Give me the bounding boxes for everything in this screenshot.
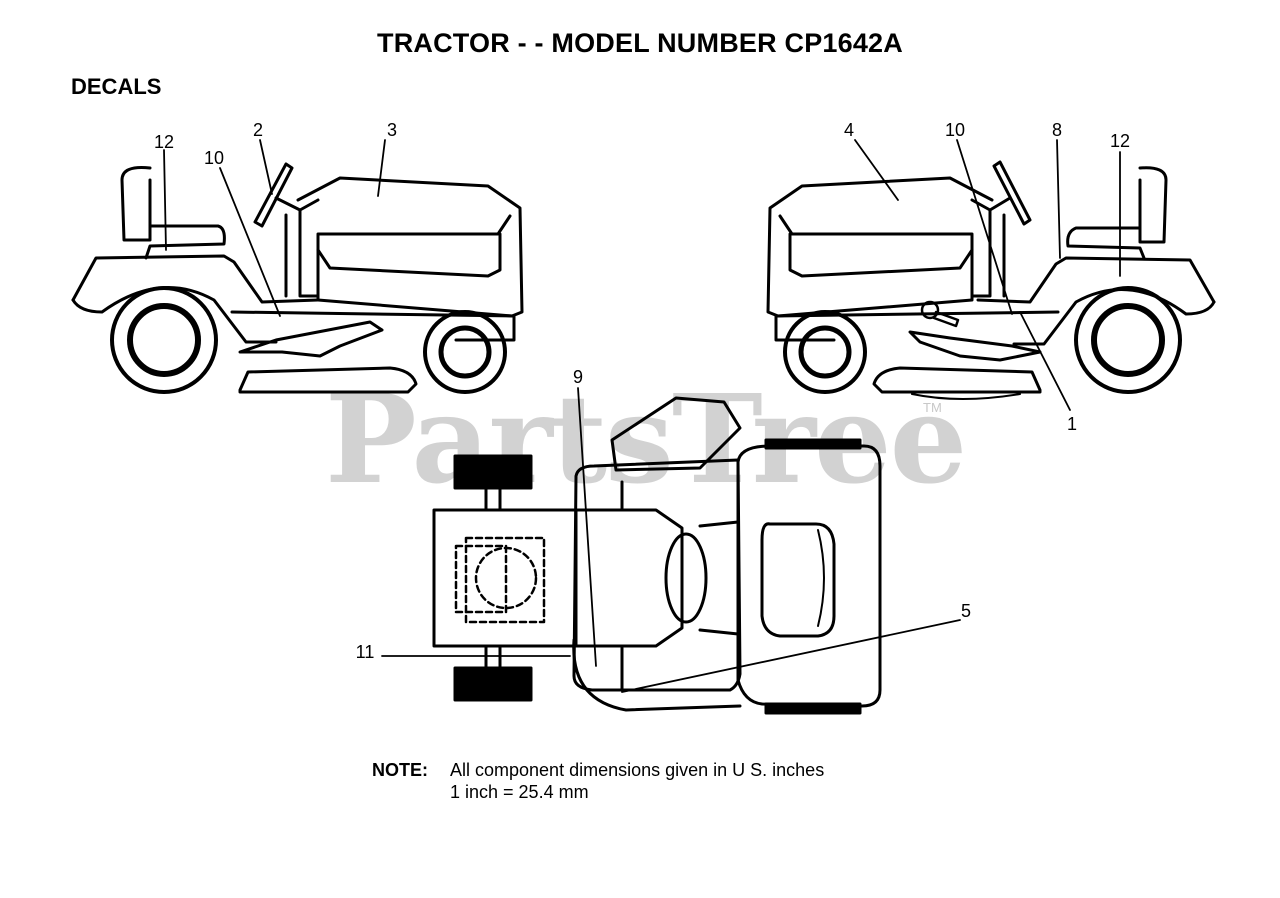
top-rear-axle-stubs — [484, 486, 502, 670]
left-steering-wheel — [253, 162, 294, 228]
leader-top-5 — [621, 619, 961, 693]
note-line-1: All component dimensions given in U S. i… — [450, 760, 825, 780]
callout-left-2: 2 — [252, 120, 264, 140]
right-steering-wheel — [992, 160, 1032, 226]
top-dash — [574, 508, 684, 648]
section-heading: DECALS — [71, 74, 162, 99]
top-steering-hub — [664, 532, 708, 624]
top-rear-tire-lower — [453, 666, 533, 702]
callout-left-3: 3 — [386, 120, 398, 140]
left-frame — [230, 310, 516, 342]
left-fender-inner — [71, 286, 278, 344]
callout-top-11: 11 — [355, 642, 375, 662]
note-line-2: 1 inch = 25.4 mm — [450, 782, 589, 802]
tractor-right-view — [766, 160, 1216, 400]
right-hood — [766, 176, 994, 318]
left-front-wheel — [423, 310, 507, 394]
left-fender — [71, 254, 320, 304]
tractor-left-view — [71, 162, 524, 394]
watermark-trademark: TM — [923, 400, 942, 415]
top-engine-outline-b — [464, 536, 546, 624]
leader-top-9 — [577, 387, 597, 667]
top-engine-circle — [474, 546, 538, 610]
right-key-shaft — [932, 310, 960, 328]
top-grille-inner — [817, 529, 825, 627]
callout-top-9: 9 — [572, 367, 584, 387]
right-rear-hub — [1091, 303, 1165, 377]
leader-lines — [163, 139, 1121, 693]
left-hood — [296, 176, 524, 318]
right-deck-skirt — [911, 393, 1021, 400]
page-title: TRACTOR - - MODEL NUMBER CP1642A — [377, 28, 903, 58]
right-front-hub — [798, 325, 852, 379]
right-fender — [976, 256, 1216, 304]
top-column — [698, 520, 740, 636]
right-key-knob — [920, 300, 940, 320]
right-frame — [774, 310, 1060, 342]
left-hood-side — [316, 232, 502, 278]
leader-left-10 — [219, 167, 281, 317]
leader-right-10 — [956, 139, 1013, 315]
left-front-hub — [438, 325, 492, 379]
callout-top-5: 5 — [960, 601, 972, 621]
left-rear-hub — [127, 303, 201, 377]
top-front-bumper-upper — [764, 438, 862, 450]
top-fender-curve — [572, 638, 742, 712]
callout-left-10: 10 — [203, 148, 225, 168]
right-seat — [1066, 166, 1168, 260]
top-seat — [610, 396, 742, 472]
callout-right-4: 4 — [843, 120, 855, 140]
right-rear-wheel — [1074, 286, 1182, 394]
right-fender-inner — [1012, 288, 1216, 346]
right-lever — [908, 330, 1042, 362]
top-front-bumper-lower — [764, 702, 862, 715]
top-hood — [736, 444, 882, 708]
left-seat — [120, 166, 226, 260]
callout-right-8: 8 — [1051, 120, 1063, 140]
callout-right-12: 12 — [1109, 131, 1131, 151]
dimensions-note: NOTE: All component dimensions given in U… — [372, 759, 824, 803]
leader-right-8 — [1056, 139, 1061, 259]
tractor-top-view — [432, 396, 882, 715]
callout-right-1: 1 — [1066, 414, 1078, 434]
right-dash — [970, 208, 1006, 298]
leader-right-1 — [1019, 311, 1071, 411]
leader-left-3 — [377, 139, 386, 197]
right-front-wheel — [783, 310, 867, 394]
leader-left-12 — [163, 149, 167, 251]
callout-right-10: 10 — [944, 120, 966, 140]
left-lever — [238, 320, 384, 358]
leader-left-2 — [259, 139, 273, 195]
callout-left-12: 12 — [153, 132, 175, 152]
top-rear-tire-upper — [453, 454, 533, 490]
top-mid-body — [572, 458, 742, 692]
right-hood-side — [788, 232, 974, 278]
note-label: NOTE: — [372, 760, 428, 780]
left-rear-wheel — [110, 286, 218, 394]
left-dash — [284, 208, 320, 298]
leader-right-4 — [854, 139, 899, 201]
top-grille — [760, 522, 836, 638]
top-engine-outline-a — [454, 544, 508, 614]
left-deck — [238, 366, 418, 394]
right-deck — [872, 366, 1042, 394]
